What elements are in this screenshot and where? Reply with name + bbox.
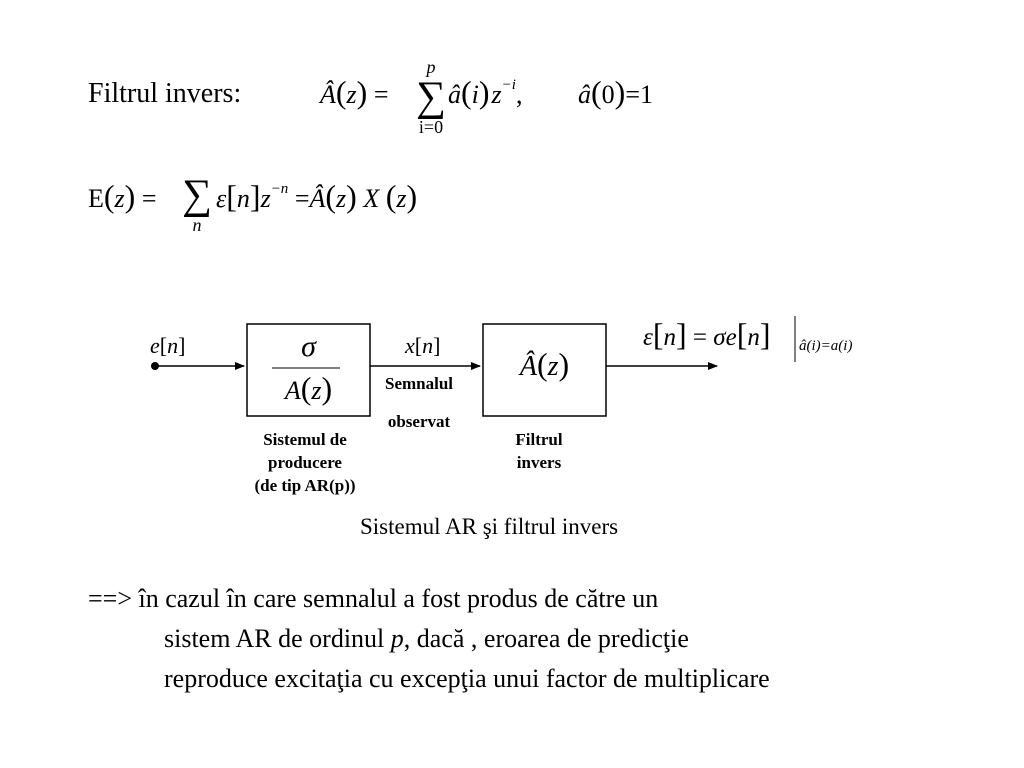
title-label: Filtrul invers: bbox=[88, 78, 242, 109]
inverse-filter-caption: Filtrul invers bbox=[515, 430, 563, 472]
equation-inverse-filter: Â(z) = bbox=[320, 74, 389, 110]
observed-signal-label: x[n] bbox=[405, 333, 441, 358]
bottom-text-line-1: ==> în cazul în care semnalul a fost pro… bbox=[88, 584, 659, 613]
diagram-caption: Sistemul AR şi filtrul invers bbox=[360, 514, 619, 539]
ar-system-box bbox=[246, 323, 371, 417]
bottom-text-line-3: reproduce excitaţia cu excepţia unui fac… bbox=[164, 664, 770, 693]
bottom-text-line-2: sistem AR de ordinul p, dacă , eroarea d… bbox=[164, 624, 689, 653]
inverse-filter-box bbox=[482, 323, 607, 417]
eq2-sum: ∑ n bbox=[182, 172, 212, 235]
eq1-a0: â(0)=1 bbox=[578, 74, 653, 110]
eq2-rhs: ε[n]z−n =Â(z) X (z) bbox=[216, 178, 418, 214]
ar-system-caption: Sistemul de producere (de tip AR(p)) bbox=[254, 430, 356, 495]
observed-signal-caption-2: observat bbox=[387, 412, 451, 431]
inverse-filter-transfer: Â(z) bbox=[519, 346, 570, 382]
output-condition: â(i)=a(i) bbox=[799, 338, 853, 354]
observed-signal-caption-1: Semnalul bbox=[384, 374, 454, 393]
eq1-A-hat: Â bbox=[320, 80, 336, 109]
sum-sign: ∑ bbox=[416, 74, 446, 120]
ar-system-denominator: A(z) bbox=[284, 370, 333, 406]
eq1-sum-lower: i=0 bbox=[418, 117, 444, 137]
equation-error-transform: E(z) = bbox=[88, 178, 157, 214]
eq1-rhs: â(i)z−i, bbox=[448, 74, 523, 110]
eq1-sum: p ∑ i=0 bbox=[412, 58, 450, 136]
input-label: e[n] bbox=[150, 333, 186, 358]
output-label: ε[n] = σe[n] bbox=[643, 316, 771, 352]
ar-system-numerator: σ bbox=[301, 330, 316, 363]
